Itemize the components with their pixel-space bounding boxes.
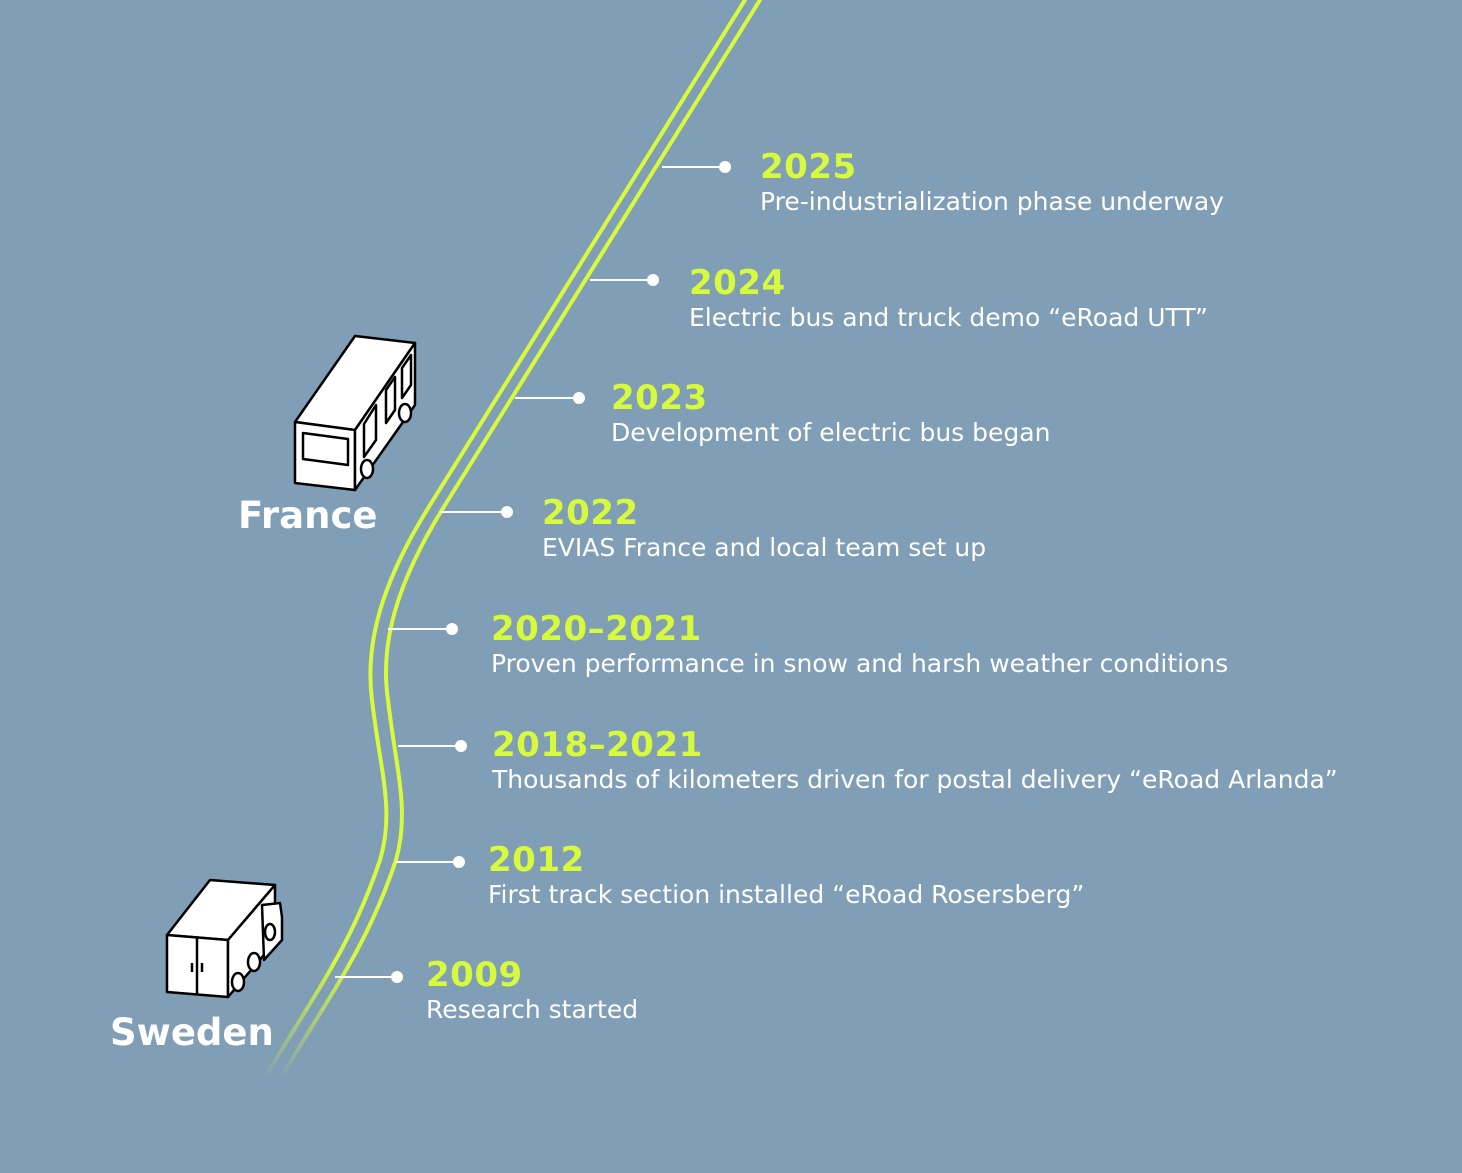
milestone-2020-2021: 2020–2021 Proven performance in snow and… — [491, 610, 1228, 680]
milestone-2012: 2012 First track section installed “eRoa… — [488, 841, 1084, 911]
milestone-description: Thousands of kilometers driven for posta… — [492, 765, 1338, 794]
road-rail-right — [279, 0, 762, 1080]
connector-dot — [501, 506, 513, 518]
milestone-year: 2023 — [611, 378, 708, 418]
connector-dot — [719, 161, 731, 173]
electric-road-track — [263, 0, 762, 1080]
milestone-2024: 2024 Electric bus and truck demo “eRoad … — [689, 264, 1208, 334]
milestone-description: Proven performance in snow and harsh wea… — [491, 649, 1229, 678]
milestone-description: Development of electric bus began — [611, 418, 1051, 447]
milestone-year: 2024 — [689, 263, 786, 303]
milestone-description: EVIAS France and local team set up — [542, 533, 987, 562]
bus-icon — [293, 334, 417, 492]
milestone-2025: 2025 Pre-industrialization phase underwa… — [760, 148, 1224, 218]
milestone-year: 2009 — [426, 955, 523, 995]
milestone-year: 2022 — [542, 493, 639, 533]
milestone-description: Pre-industrialization phase underway — [760, 187, 1224, 216]
milestone-year: 2025 — [760, 147, 857, 187]
milestone-description: First track section installed “eRoad Ros… — [488, 880, 1085, 909]
truck-icon — [165, 878, 284, 999]
connector-dot — [647, 274, 659, 286]
milestone-year: 2020–2021 — [491, 609, 702, 649]
country-label-sweden: Sweden — [110, 1011, 274, 1054]
milestone-year: 2018–2021 — [492, 725, 703, 765]
milestone-year: 2012 — [488, 840, 585, 880]
connector-dot — [391, 971, 403, 983]
road-rail-left — [263, 0, 747, 1080]
milestone-2023: 2023 Development of electric bus began — [611, 379, 1050, 449]
milestone-2018-2021: 2018–2021 Thousands of kilometers driven… — [492, 726, 1338, 796]
connector-dot — [455, 740, 467, 752]
connector-dot — [453, 856, 465, 868]
milestone-description: Electric bus and truck demo “eRoad UTT” — [689, 303, 1209, 332]
country-label-france: France — [238, 494, 378, 537]
milestone-2009: 2009 Research started — [426, 956, 638, 1026]
connector-dot — [446, 623, 458, 635]
connector-dot — [573, 392, 585, 404]
milestone-2022: 2022 EVIAS France and local team set up — [542, 494, 986, 564]
milestone-description: Research started — [426, 995, 639, 1024]
milestone-connectors — [335, 161, 731, 983]
